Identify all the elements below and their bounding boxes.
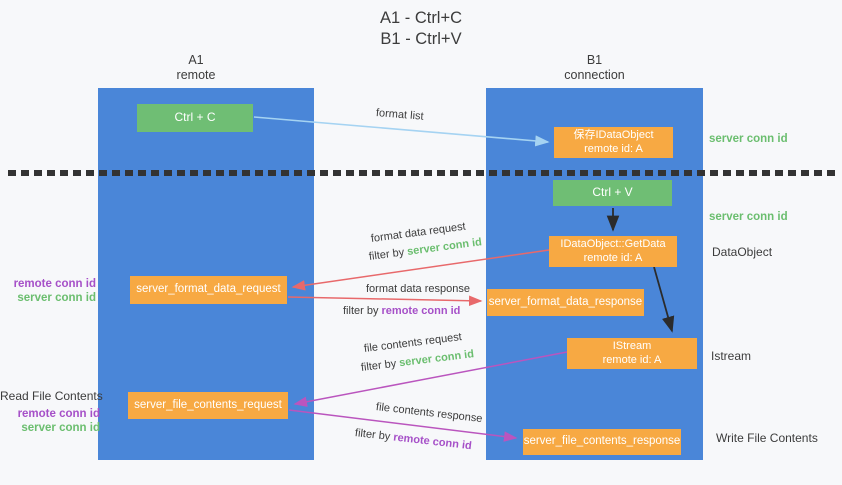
save-idataobject-line2: remote id: A [584,142,643,155]
remote-conn-id-annotation: remote conn id [17,408,100,420]
machine-boundary-dashed-line [8,170,838,176]
ctrl-c-label: Ctrl + C [174,110,216,125]
server-format-data-request-label: server_format_data_request [136,283,281,296]
getdata-to-istream-arrow [653,266,675,333]
server-file-contents-response-box: server_file_contents_response [523,429,681,455]
server-file-contents-response-label: server_file_contents_response [523,435,681,448]
ctrl-v-label: Ctrl + V [592,185,633,200]
remote-conn-id-annotation: remote conn id [13,278,96,290]
file-contents-response-arrow [288,409,518,442]
istream-box: IStream remote id: A [567,338,697,369]
remote-conn-id-text: remote conn id [381,305,461,317]
format-list-arrow [253,116,550,147]
format-conn-id-annotations: remote conn id server conn id [0,277,96,305]
server-conn-id-annotation: server conn id [21,422,100,434]
server-conn-id-annotation-top: server conn id [709,133,788,145]
server-format-data-response-label: server_format_data_response [488,295,643,308]
file-conn-id-annotations: remote conn id server conn id [3,407,100,435]
write-file-contents-annotation: Write File Contents [716,431,818,445]
server-format-data-request-box: server_format_data_request [130,276,287,304]
ctrl-v-box: Ctrl + V [553,180,672,206]
column-a1-name: A1 [188,53,204,67]
ctrl-c-box: Ctrl + C [137,104,253,132]
server-format-data-response-box: server_format_data_response [487,289,644,316]
getdata-line2: remote id: A [583,251,643,264]
istream-line2: remote id: A [602,353,662,366]
read-file-contents-annotation: Read File Contents [0,389,103,403]
server-conn-id-annotation: server conn id [17,292,96,304]
save-idataobject-box: 保存IDataObject remote id: A [554,127,673,158]
getdata-line1: IDataObject::GetData [560,238,666,250]
column-header-a1: A1 remote [88,53,304,83]
column-b1-subtitle: connection [564,68,625,82]
format-response-filter-label: filter by remote conn id [343,305,460,317]
filter-by-text: filter by [343,305,379,317]
server-file-contents-request-box: server_file_contents_request [128,392,288,419]
column-header-b1: B1 connection [486,53,703,83]
diagram-title: A1 - Ctrl+C B1 - Ctrl+V [0,8,842,50]
save-idataobject-line1: 保存IDataObject [573,129,654,141]
file-contents-request-arrow [293,351,568,407]
title-line-2: B1 - Ctrl+V [380,30,462,48]
dataobject-annotation: DataObject [712,245,773,259]
server-file-contents-request-label: server_file_contents_request [134,398,282,411]
format-data-response-label: format data response [366,283,470,295]
server-conn-id-annotation-mid: server conn id [709,211,788,223]
column-a1-subtitle: remote [176,68,216,82]
istream-annotation: Istream [711,349,752,363]
format-data-response-arrow [287,295,483,307]
istream-line1: IStream [612,340,652,352]
idataobject-getdata-box: IDataObject::GetData remote id: A [549,236,677,267]
title-line-1: A1 - Ctrl+C [379,9,463,27]
column-b1-name: B1 [586,53,603,67]
format-data-request-arrow [291,249,550,291]
